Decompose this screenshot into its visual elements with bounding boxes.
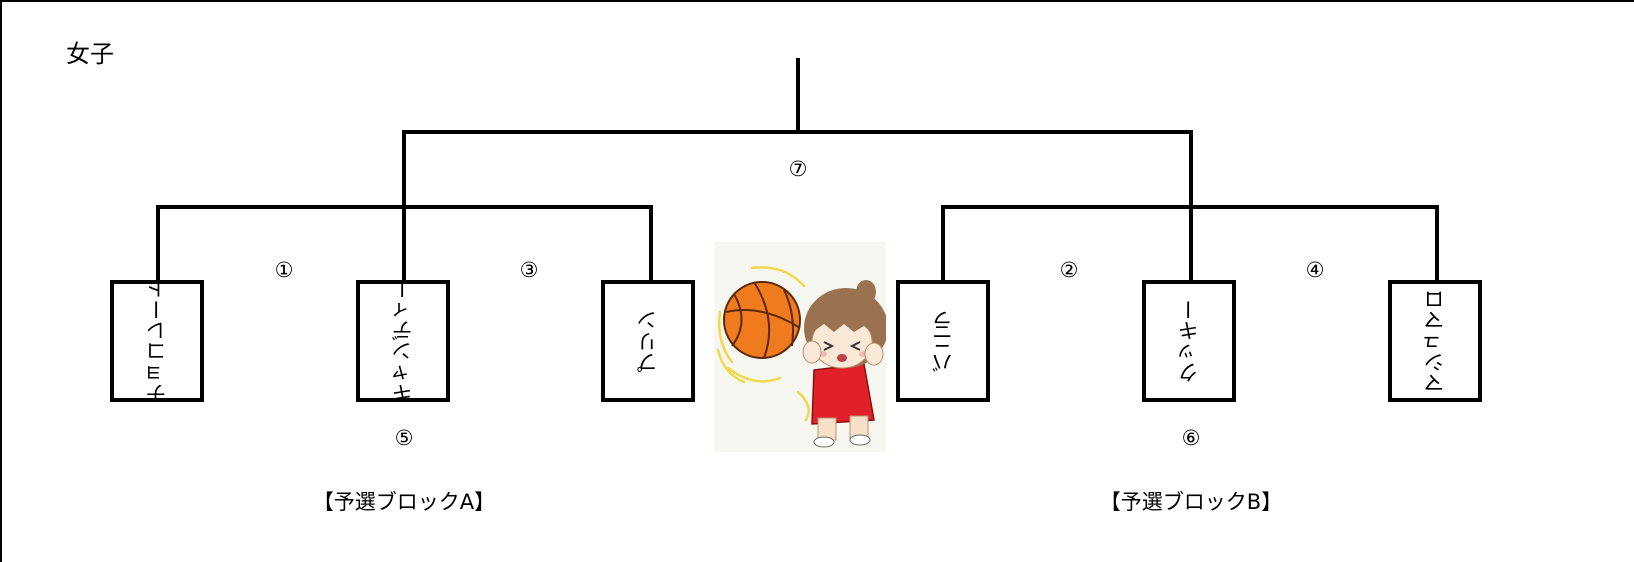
team-box-candy: キャンディー: [356, 278, 450, 404]
match-number-7: ⑦: [788, 157, 808, 181]
block-b-label: 【予選ブロックB】: [1099, 490, 1283, 514]
girl-with-basketball-illustration: [714, 242, 886, 452]
team-label: バニラ: [931, 309, 955, 373]
girl-figure: [802, 280, 886, 448]
team-label: クッキー: [1177, 299, 1201, 383]
team-label: キャンディー: [391, 278, 415, 404]
team-label: チョコレート: [145, 278, 169, 404]
team-box-marshmallow: マシュマロ: [1388, 280, 1482, 402]
match-number-2: ②: [1059, 258, 1079, 282]
basketball-icon: [723, 281, 801, 359]
match-number-3: ③: [519, 258, 539, 282]
match-number-4: ④: [1305, 258, 1325, 282]
block-a-label: 【予選ブロックA】: [312, 490, 496, 514]
team-box-vanilla: バニラ: [896, 280, 990, 402]
team-label: プリン: [636, 309, 660, 373]
team-label: マシュマロ: [1423, 288, 1447, 394]
team-box-chocolate: チョコレート: [110, 278, 204, 404]
match-number-6: ⑥: [1181, 426, 1201, 450]
match-number-5: ⑤: [394, 426, 414, 450]
match-number-1: ①: [274, 258, 294, 282]
motion-lines: [716, 266, 810, 422]
team-box-pudding: プリン: [601, 280, 695, 402]
section-title: 女子: [66, 40, 114, 68]
team-box-cookie: クッキー: [1142, 280, 1236, 402]
